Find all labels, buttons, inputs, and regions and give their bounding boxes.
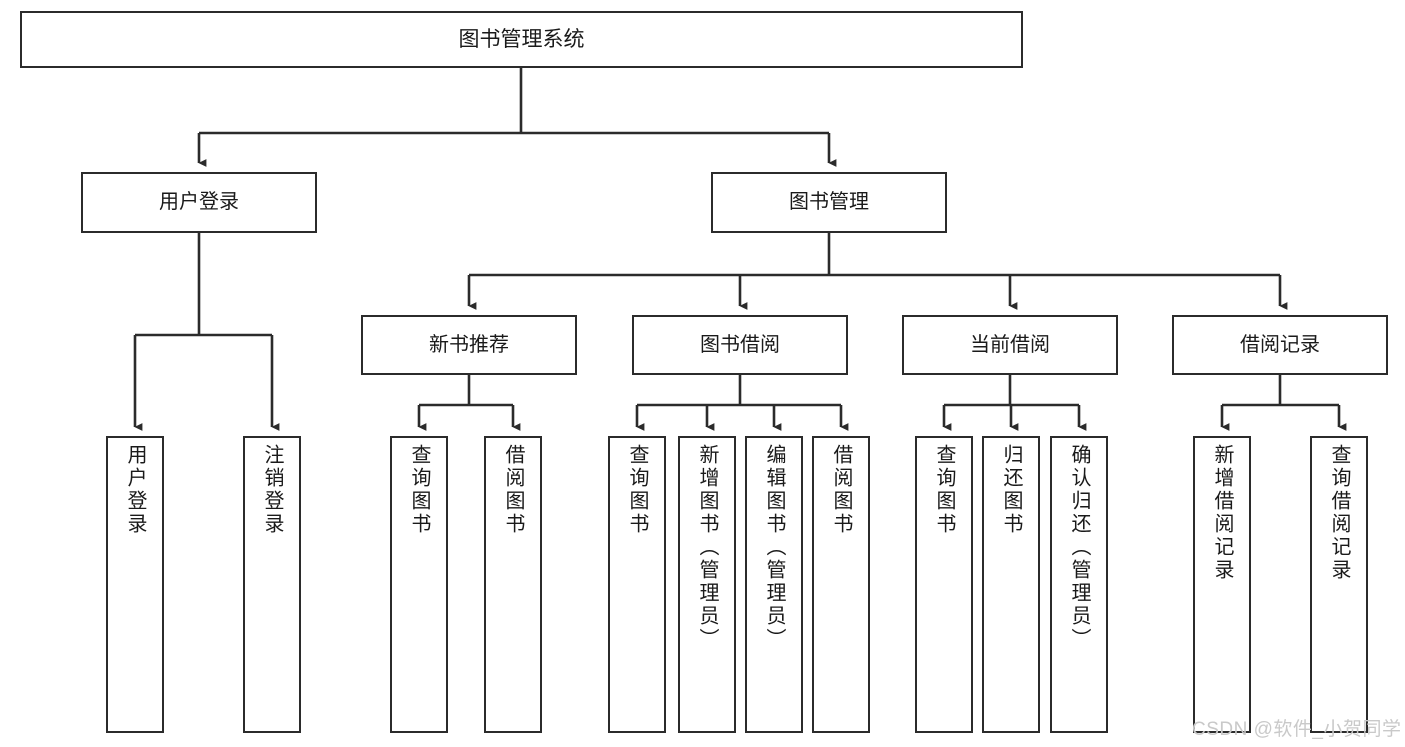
leaf-confirm-return-admin[interactable]: 确认归还（管理员） [1050, 436, 1108, 733]
node-book-management[interactable]: 图书管理 [711, 172, 947, 233]
node-current-borrow[interactable]: 当前借阅 [902, 315, 1118, 375]
node-label: 图书管理 [789, 191, 869, 214]
leaf-add-book-admin[interactable]: 新增图书（管理员） [678, 436, 736, 733]
leaf-user-login[interactable]: 用户登录 [106, 436, 164, 733]
leaf-borrow-book[interactable]: 借阅图书 [812, 436, 870, 733]
node-label: 用户登录 [159, 191, 239, 214]
node-label: 查询图书 [626, 444, 648, 536]
node-label: 编辑图书（管理员） [763, 444, 785, 651]
node-root-book-management-system[interactable]: 图书管理系统 [20, 11, 1023, 68]
leaf-borrow-book-newbook[interactable]: 借阅图书 [484, 436, 542, 733]
node-label: 查询借阅记录 [1328, 444, 1350, 582]
node-label: 新书推荐 [429, 333, 509, 356]
node-label: 确认归还（管理员） [1068, 444, 1090, 651]
node-label: 借阅记录 [1240, 333, 1320, 356]
node-label: 图书借阅 [700, 333, 780, 356]
leaf-query-book-newbook[interactable]: 查询图书 [390, 436, 448, 733]
node-label: 借阅图书 [830, 444, 852, 536]
node-label: 注销登录 [261, 444, 283, 536]
leaf-query-borrow-record[interactable]: 查询借阅记录 [1310, 436, 1368, 733]
node-label: 查询图书 [933, 444, 955, 536]
leaf-return-book[interactable]: 归还图书 [982, 436, 1040, 733]
leaf-logout[interactable]: 注销登录 [243, 436, 301, 733]
node-user-login[interactable]: 用户登录 [81, 172, 317, 233]
node-label: 当前借阅 [970, 333, 1050, 356]
node-new-book-recommend[interactable]: 新书推荐 [361, 315, 577, 375]
node-book-borrow[interactable]: 图书借阅 [632, 315, 848, 375]
node-label: 用户登录 [124, 444, 146, 536]
node-label: 归还图书 [1000, 444, 1022, 536]
node-label: 新增借阅记录 [1211, 444, 1233, 582]
node-label: 新增图书（管理员） [696, 444, 718, 651]
leaf-query-book-borrow[interactable]: 查询图书 [608, 436, 666, 733]
leaf-edit-book-admin[interactable]: 编辑图书（管理员） [745, 436, 803, 733]
node-label: 借阅图书 [502, 444, 524, 536]
node-borrow-record[interactable]: 借阅记录 [1172, 315, 1388, 375]
leaf-query-book-current[interactable]: 查询图书 [915, 436, 973, 733]
node-label: 图书管理系统 [458, 27, 585, 51]
node-label: 查询图书 [408, 444, 430, 536]
leaf-add-borrow-record[interactable]: 新增借阅记录 [1193, 436, 1251, 733]
